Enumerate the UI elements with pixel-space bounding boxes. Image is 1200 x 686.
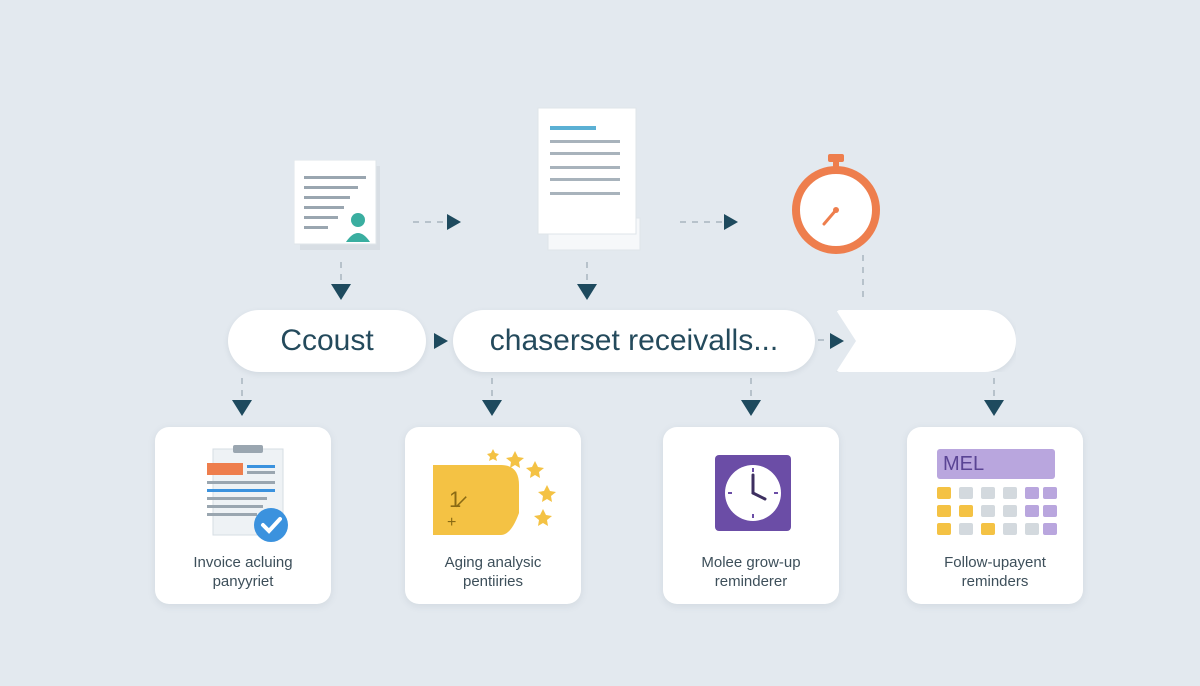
pill-second-label: chaserset receivalls... — [489, 324, 779, 357]
arrow-down-icon — [984, 400, 1004, 416]
pill-first-label: Ccoust — [280, 324, 374, 357]
arrow-down-icon — [331, 284, 351, 300]
aging-coin-stars-icon: 1̷ + — [431, 445, 561, 541]
pill-first: Ccoust — [228, 310, 426, 372]
invoice-check-icon — [203, 441, 295, 545]
arrow-right-icon — [724, 214, 738, 230]
profile-document-icon — [293, 159, 384, 252]
card-invoice-label: Invoice acluing panyyriet — [193, 554, 293, 590]
stopwatch-icon — [786, 150, 886, 256]
calendar-header-text: MEL — [943, 453, 985, 475]
arrow-right-icon — [434, 333, 448, 349]
svg-text:+: + — [447, 514, 456, 531]
arrow-down-icon — [482, 400, 502, 416]
card-followup: MEL — [907, 427, 1083, 604]
arrow-down-icon — [577, 284, 597, 300]
card-invoice: Invoice acluing panyyriet — [155, 427, 331, 604]
card-reminder-label: Molee grow-up reminderer — [701, 554, 801, 590]
arrow-right-icon — [830, 333, 844, 349]
report-document-icon — [536, 106, 642, 254]
calendar-icon: MEL — [937, 449, 1059, 543]
card-aging: 1̷ + Aging analysic pentiiries — [405, 427, 581, 604]
arrow-down-icon — [741, 400, 761, 416]
card-aging-label: Aging analysic pentiiries — [444, 554, 542, 590]
pill-third — [836, 310, 1016, 372]
clock-icon — [715, 455, 791, 531]
arrow-down-icon — [232, 400, 252, 416]
card-followup-label: Follow-upayent reminders — [944, 554, 1046, 590]
card-reminder: Molee grow-up reminderer — [663, 427, 839, 604]
calendar-header: MEL — [937, 449, 1055, 479]
arrow-right-icon — [447, 214, 461, 230]
pill-second: chaserset receivalls... — [453, 310, 815, 372]
